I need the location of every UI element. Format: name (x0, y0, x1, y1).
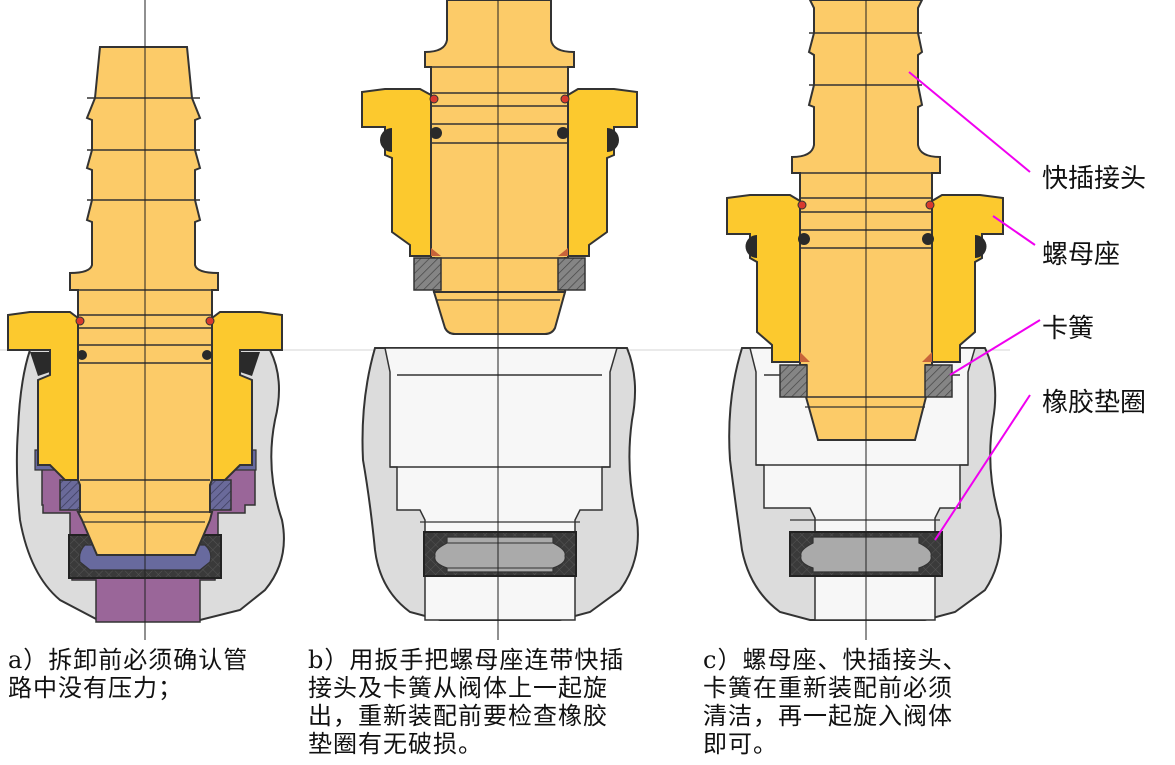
caption-step-a: a）拆卸前必须确认管 路中没有压力； (8, 646, 249, 702)
nut-seat (931, 194, 1004, 363)
caption-step-c: c）螺母座、快插接头、 卡簧在重新装配前必须 清洁，再一起旋入阀体 即可。 (703, 646, 968, 758)
red-seal (75, 316, 85, 326)
nut-seat (567, 88, 638, 257)
quick-connector-disassembly-diagram (0, 0, 1041, 640)
leader-quick-connector (908, 71, 1031, 173)
nut-seat (211, 311, 283, 481)
panel-a-assembled-with-pressure (7, 0, 285, 640)
label-rubber-gasket: 橡胶垫圈 (1042, 388, 1147, 418)
o-ring (202, 350, 212, 360)
circlip (779, 364, 808, 398)
o-ring (745, 235, 757, 258)
leader-circlip (949, 319, 1041, 376)
o-ring (975, 235, 987, 258)
caption-step-b: b）用扳手把螺母座连带快插 接头及卡簧从阀体上一起旋 出，重新装配前要检查橡胶 … (308, 646, 625, 758)
o-ring (798, 233, 810, 245)
label-circlip: 卡簧 (1042, 314, 1095, 344)
circlip (557, 257, 586, 291)
quick-connector (424, 0, 575, 335)
panel-b-unscrewed (361, 0, 639, 640)
nut-seat (7, 311, 79, 481)
panel-c-reassembly (726, 0, 1041, 640)
o-ring (430, 127, 442, 139)
red-seal (429, 94, 439, 104)
label-quick-connector: 快插接头 (1042, 164, 1147, 194)
o-ring (557, 127, 569, 139)
leader-nut-seat (992, 215, 1036, 246)
o-ring (922, 233, 934, 245)
red-seal (560, 94, 570, 104)
circlip (924, 364, 953, 398)
red-seal (205, 316, 215, 326)
circlip (413, 257, 442, 291)
nut-seat (361, 88, 432, 257)
label-nut-seat: 螺母座 (1042, 240, 1121, 270)
o-ring (607, 128, 619, 152)
o-ring (380, 128, 392, 152)
o-ring (30, 352, 50, 376)
quick-connector (69, 46, 219, 556)
red-seal (925, 200, 935, 210)
red-seal (797, 200, 807, 210)
o-ring (77, 350, 87, 360)
o-ring (240, 352, 260, 376)
leader-rubber-gasket (934, 394, 1031, 541)
nut-seat (726, 194, 801, 363)
